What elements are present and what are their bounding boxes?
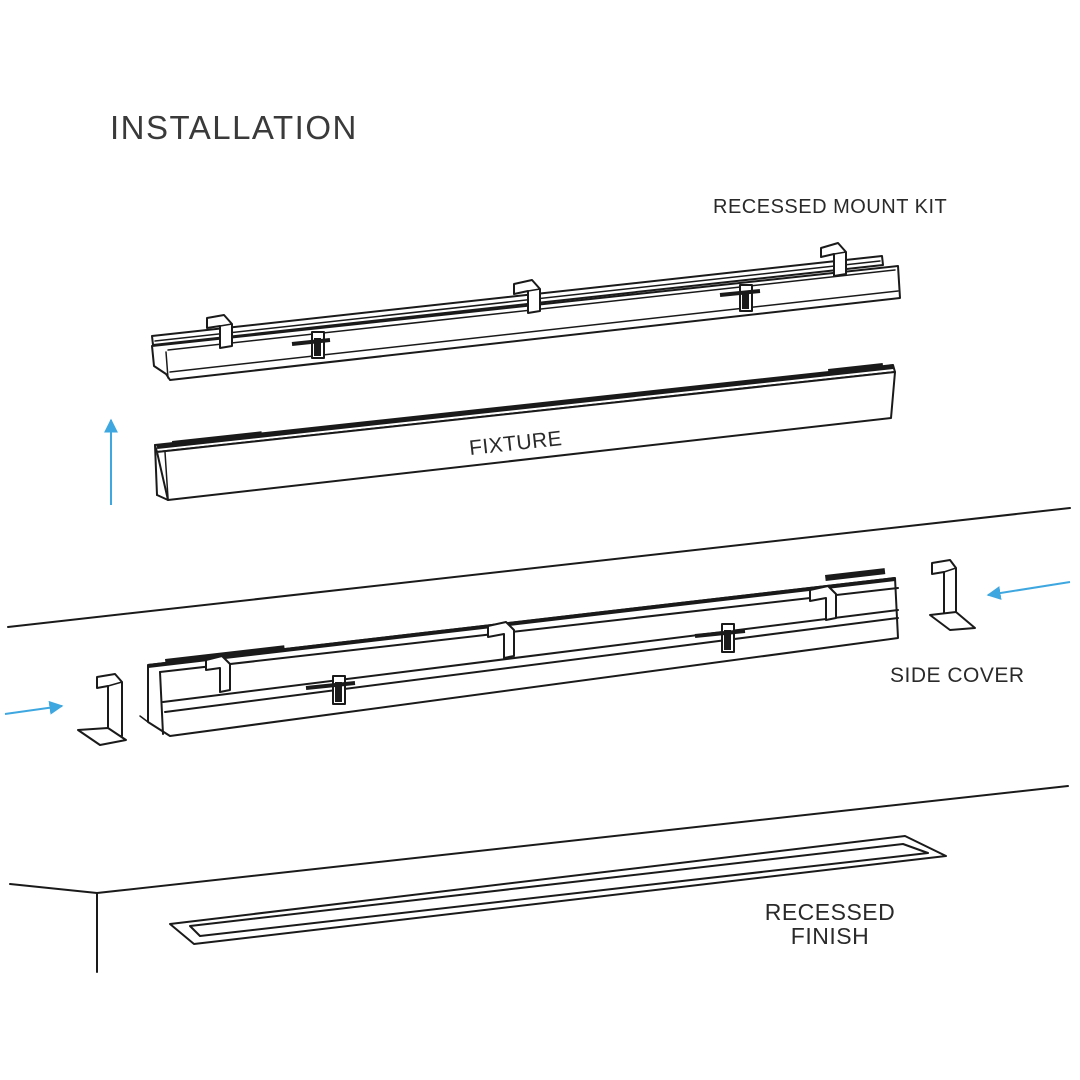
- recessed-finish-slot: [169, 835, 947, 945]
- fixture: [154, 363, 896, 501]
- recessed-finish-label-line1: RECESSED: [765, 899, 896, 925]
- recessed-finish-label-line2: FINISH: [791, 923, 869, 949]
- mount-clip: [206, 314, 233, 349]
- page-title: INSTALLATION: [110, 109, 358, 146]
- arrow-left-icon: [986, 581, 1071, 600]
- side-cover-right: [929, 559, 976, 631]
- mount-clip: [513, 279, 541, 314]
- side-cover-label: SIDE COVER: [890, 664, 1025, 687]
- recessed-mount-kit: [151, 242, 901, 381]
- assembled-fixture: [139, 568, 899, 737]
- mount-kit-label: RECESSED MOUNT KIT: [713, 196, 947, 218]
- mount-clip: [820, 242, 847, 277]
- ceiling-edge-line: [7, 507, 1071, 628]
- arrow-right-icon: [4, 700, 64, 715]
- ceiling-box: [9, 785, 1069, 973]
- side-cover-left: [77, 673, 127, 746]
